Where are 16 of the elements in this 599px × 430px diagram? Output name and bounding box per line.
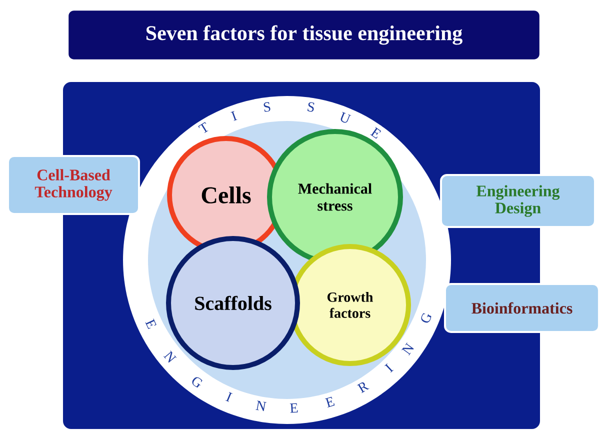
ring-letter: E (370, 127, 382, 139)
title-banner: Seven factors for tissue engineering (67, 9, 541, 61)
factor-box: Bioinformatics (444, 282, 599, 333)
ring-letter: G (421, 313, 432, 323)
ring-letter: N (164, 350, 177, 363)
ring-letter: E (324, 396, 335, 408)
ring-letter: S (307, 102, 314, 112)
factor-box: Engineering Design (440, 174, 596, 228)
ring-letter: R (356, 382, 370, 394)
ring-letter: E (290, 403, 298, 413)
ring-letter: I (230, 111, 238, 121)
factor-box: Cell-Based Technology (7, 155, 140, 215)
ring-letter: I (226, 392, 232, 402)
ring-letter: N (402, 342, 414, 356)
ring-letter: N (256, 400, 266, 412)
ring-letter: S (264, 102, 270, 112)
